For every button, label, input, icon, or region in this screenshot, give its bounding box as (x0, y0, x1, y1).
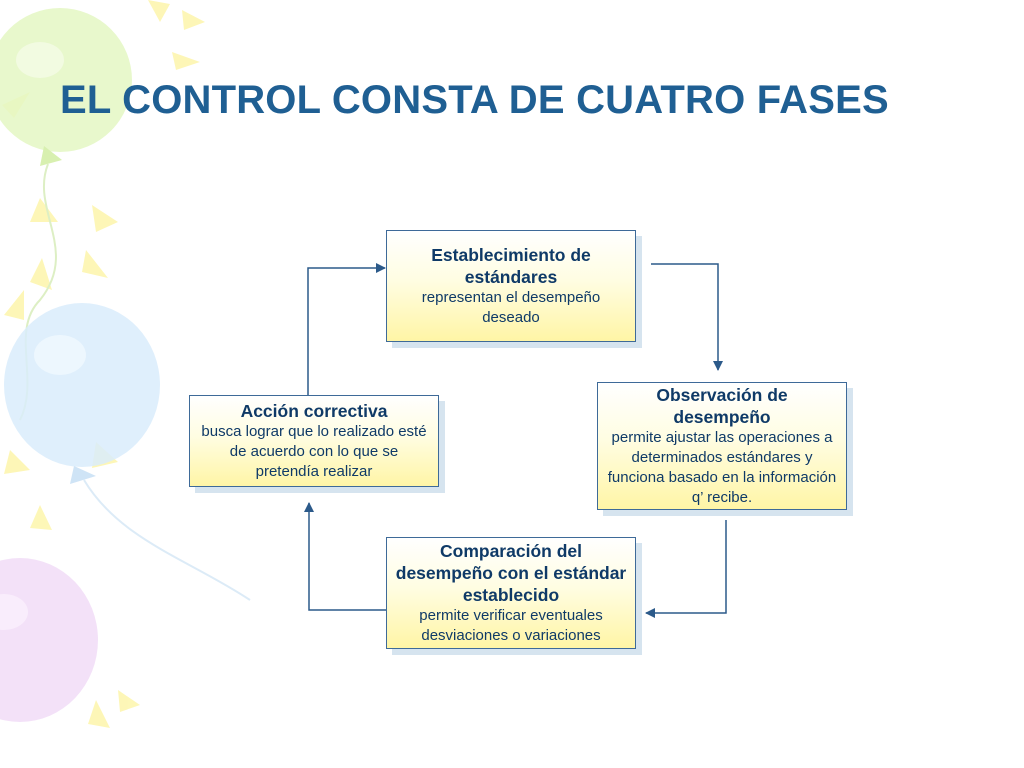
phase-box-standards: Establecimiento de estándares representa… (386, 230, 636, 342)
phase-box-corrective-action: Acción correctiva busca lograr que lo re… (189, 395, 439, 487)
arrow-comparison-to-correction (304, 502, 386, 611)
phase-heading: Comparación del desempeño con el estánda… (395, 541, 627, 605)
arrow-correction-to-standards (307, 263, 386, 395)
arrow-standards-to-observation (651, 263, 723, 371)
phase-heading: Establecimiento de estándares (431, 245, 591, 287)
arrow-observation-to-comparison (645, 520, 727, 618)
phase-description: representan el desempeño deseado (421, 289, 601, 326)
phase-box-observation: Observación de desempeño permite ajustar… (597, 382, 847, 510)
purple-balloon-decoration (0, 558, 98, 722)
blue-balloon-decoration (4, 303, 251, 601)
phase-description: permite verificar eventuales desviacione… (419, 607, 603, 644)
phase-heading: Observación de desempeño (656, 385, 788, 427)
phase-box-comparison: Comparación del desempeño con el estánda… (386, 537, 636, 649)
phase-description: permite ajustar las operaciones a determ… (607, 429, 837, 506)
phase-description: busca lograr que lo realizado esté de ac… (201, 423, 427, 480)
phase-heading: Acción correctiva (240, 401, 388, 421)
slide-title: EL CONTROL CONSTA DE CUATRO FASES (60, 78, 889, 122)
